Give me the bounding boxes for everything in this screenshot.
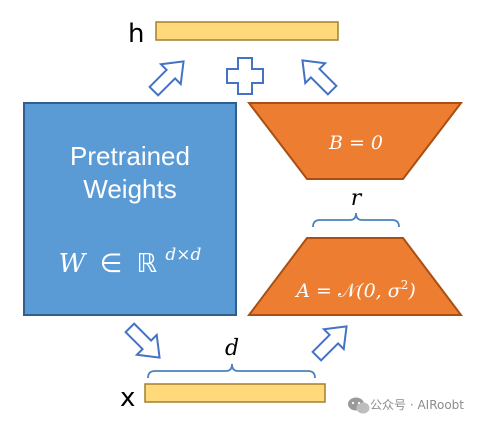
rank-label: r [351,186,363,211]
matrix-a-args: (0, σ [356,280,402,302]
plus-icon [226,57,264,95]
pretrained-weights-box [23,102,237,316]
pretrained-title-line2: Weights [83,174,176,204]
pretrained-title-line1: Pretrained [70,141,190,171]
arrow-up-right-icon [148,60,185,97]
matrix-a-shape [246,237,464,316]
wechat-icon [348,397,370,414]
dim-brace [147,363,316,379]
formula-in: ∈ [100,249,123,279]
matrix-a-close: ) [407,280,415,302]
matrix-b-shape [246,102,464,180]
input-vector [144,383,326,403]
arrow-input-to-pretrained-icon [124,322,161,359]
formula-var: W [59,249,88,279]
arrow-up-left-icon [301,59,338,96]
pretrained-formula: W ∈ ℝ d×d [59,245,202,279]
matrix-b-label: B = 0 [328,132,383,154]
matrix-a-dist: 𝒩 [338,280,359,302]
output-label: h [128,19,144,49]
arrow-input-to-a-icon [311,325,348,362]
watermark: 公众号 · AIRoobt [348,397,464,414]
matrix-a-prefix: A = [294,280,338,302]
rank-brace [312,212,400,228]
input-label: x [120,383,135,413]
output-vector [155,21,339,41]
dim-label: d [225,336,239,361]
watermark-text: 公众号 · AIRoobt [370,398,464,412]
formula-set: ℝ [137,249,158,279]
formula-exp: d×d [165,245,201,265]
matrix-a-label: A = 𝒩(0, σ2) [294,278,416,302]
matrix-a-sup: 2 [401,278,409,292]
